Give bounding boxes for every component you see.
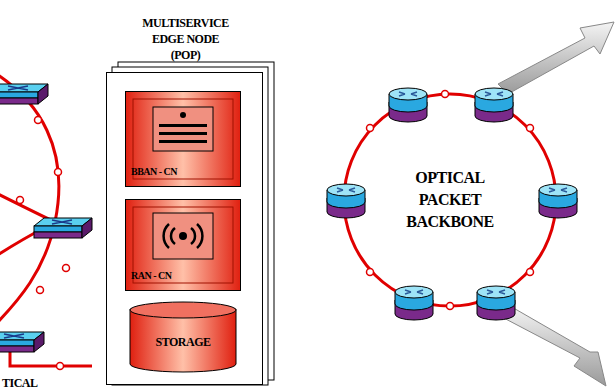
backbone-ring: OPTICAL PACKET BACKBONE (344, 94, 556, 306)
core-network-box: RAN - CN (125, 199, 241, 291)
storage-node: STORAGE (129, 301, 237, 373)
node-label: STORAGE (129, 335, 237, 350)
node-label: BBAN - CN (131, 166, 177, 177)
edge-node-stack: MULTISERVICE EDGE NODE (POP)BBAN - CNRAN… (106, 72, 263, 385)
node-label: OPTICAL PACKET BACKBONE (395, 167, 505, 233)
node-label: RAN - CN (131, 270, 171, 281)
core-network-box: BBAN - CN (125, 91, 241, 187)
cropped-label: TICAL (2, 376, 38, 390)
node-heading: MULTISERVICE EDGE NODE (POP) (138, 15, 234, 63)
